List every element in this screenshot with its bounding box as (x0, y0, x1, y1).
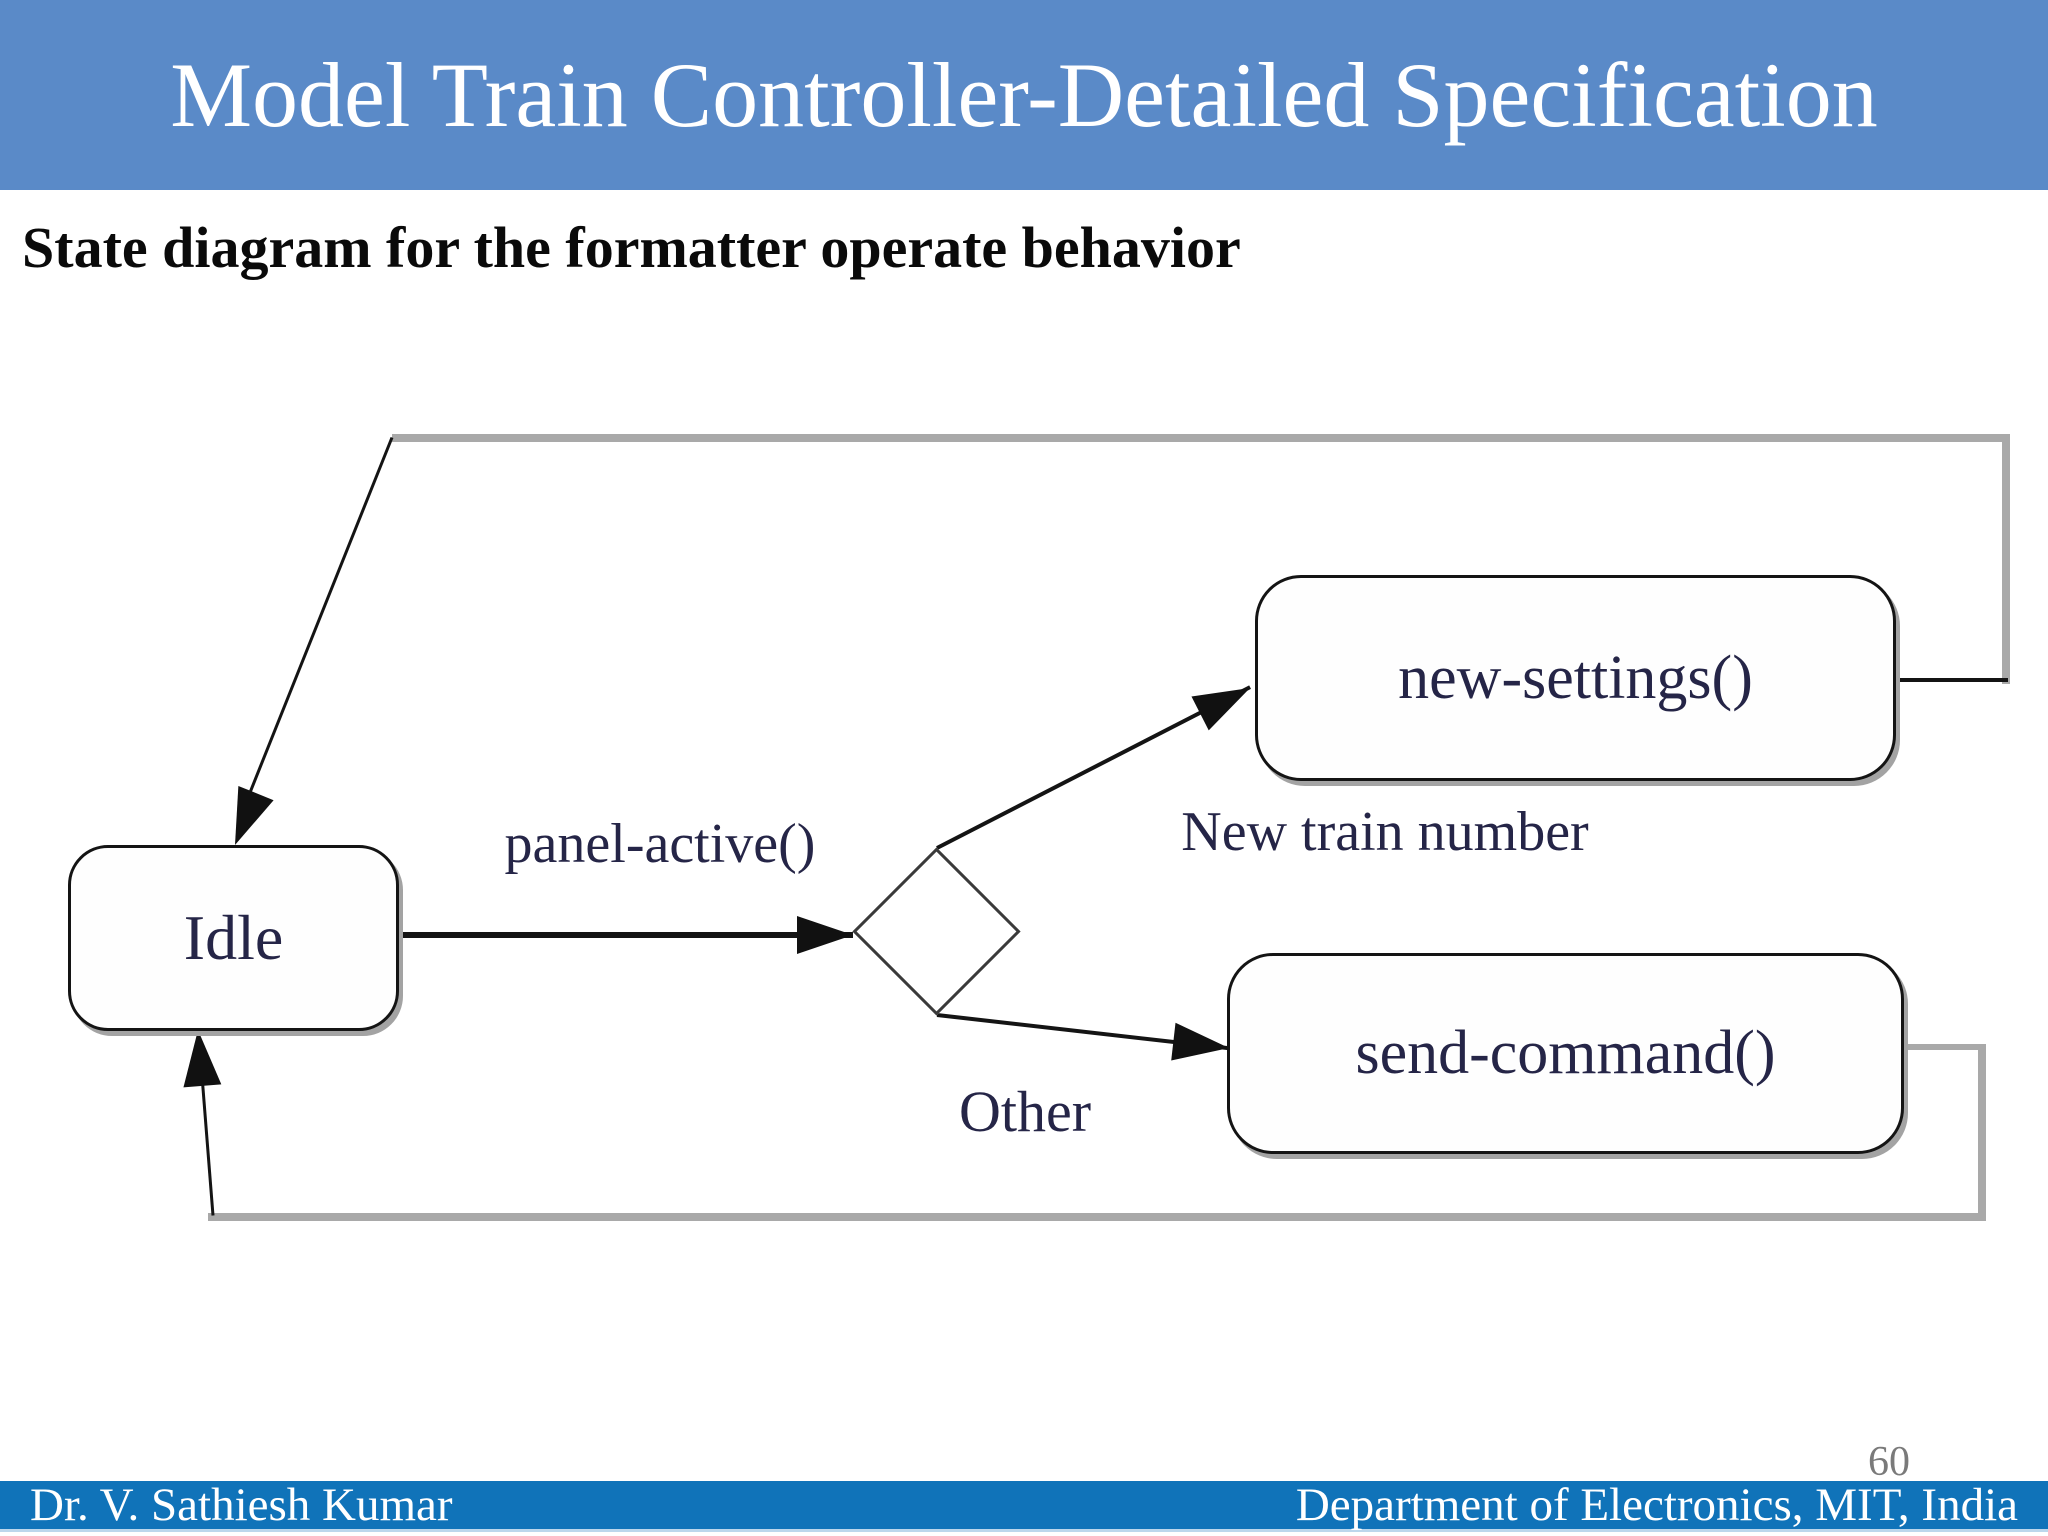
page-number: 60 (1868, 1439, 1910, 1485)
state-idle: Idle (68, 845, 399, 1031)
transition-label-panel-active: panel-active() (504, 813, 816, 875)
return-line-right-upper (2002, 436, 2010, 684)
return-diagonal-to-idle (238, 436, 394, 818)
new-settings-exit-line (1890, 678, 2008, 682)
state-new-settings-label: new-settings() (1398, 643, 1753, 712)
footer-department: Department of Electronics, MIT, India (1295, 1479, 2018, 1531)
send-command-exit-line (1896, 1044, 1984, 1050)
arrowhead-into-new-settings (1191, 671, 1259, 731)
return-line-top (392, 434, 2010, 442)
transition-label-other: Other (958, 1079, 1092, 1144)
arrowhead-into-idle-bottom (179, 1028, 222, 1088)
idle-to-decision-line (393, 932, 853, 938)
state-send-command: send-command() (1227, 953, 1904, 1154)
state-send-command-label: send-command() (1355, 1019, 1776, 1087)
state-new-settings: new-settings() (1255, 575, 1896, 781)
footer-bar: Dr. V. Sathiesh Kumar Department of Elec… (0, 1479, 2048, 1532)
return-line-right-lower (1978, 1044, 1986, 1221)
header-bar: Model Train Controller-Detailed Specific… (0, 0, 2048, 190)
transition-label-new-train-number: New train number (1181, 801, 1589, 863)
return-line-bottom (208, 1213, 1986, 1221)
state-idle-label: Idle (183, 902, 284, 973)
arrowhead-into-idle-top (217, 785, 274, 853)
arrowhead-into-decision (797, 916, 853, 954)
slide-subtitle: State diagram for the formatter operate … (22, 215, 1241, 280)
footer-author: Dr. V. Sathiesh Kumar (30, 1479, 453, 1531)
slide-title: Model Train Controller-Detailed Specific… (170, 44, 1878, 146)
arrowhead-into-send-command (1171, 1022, 1232, 1067)
